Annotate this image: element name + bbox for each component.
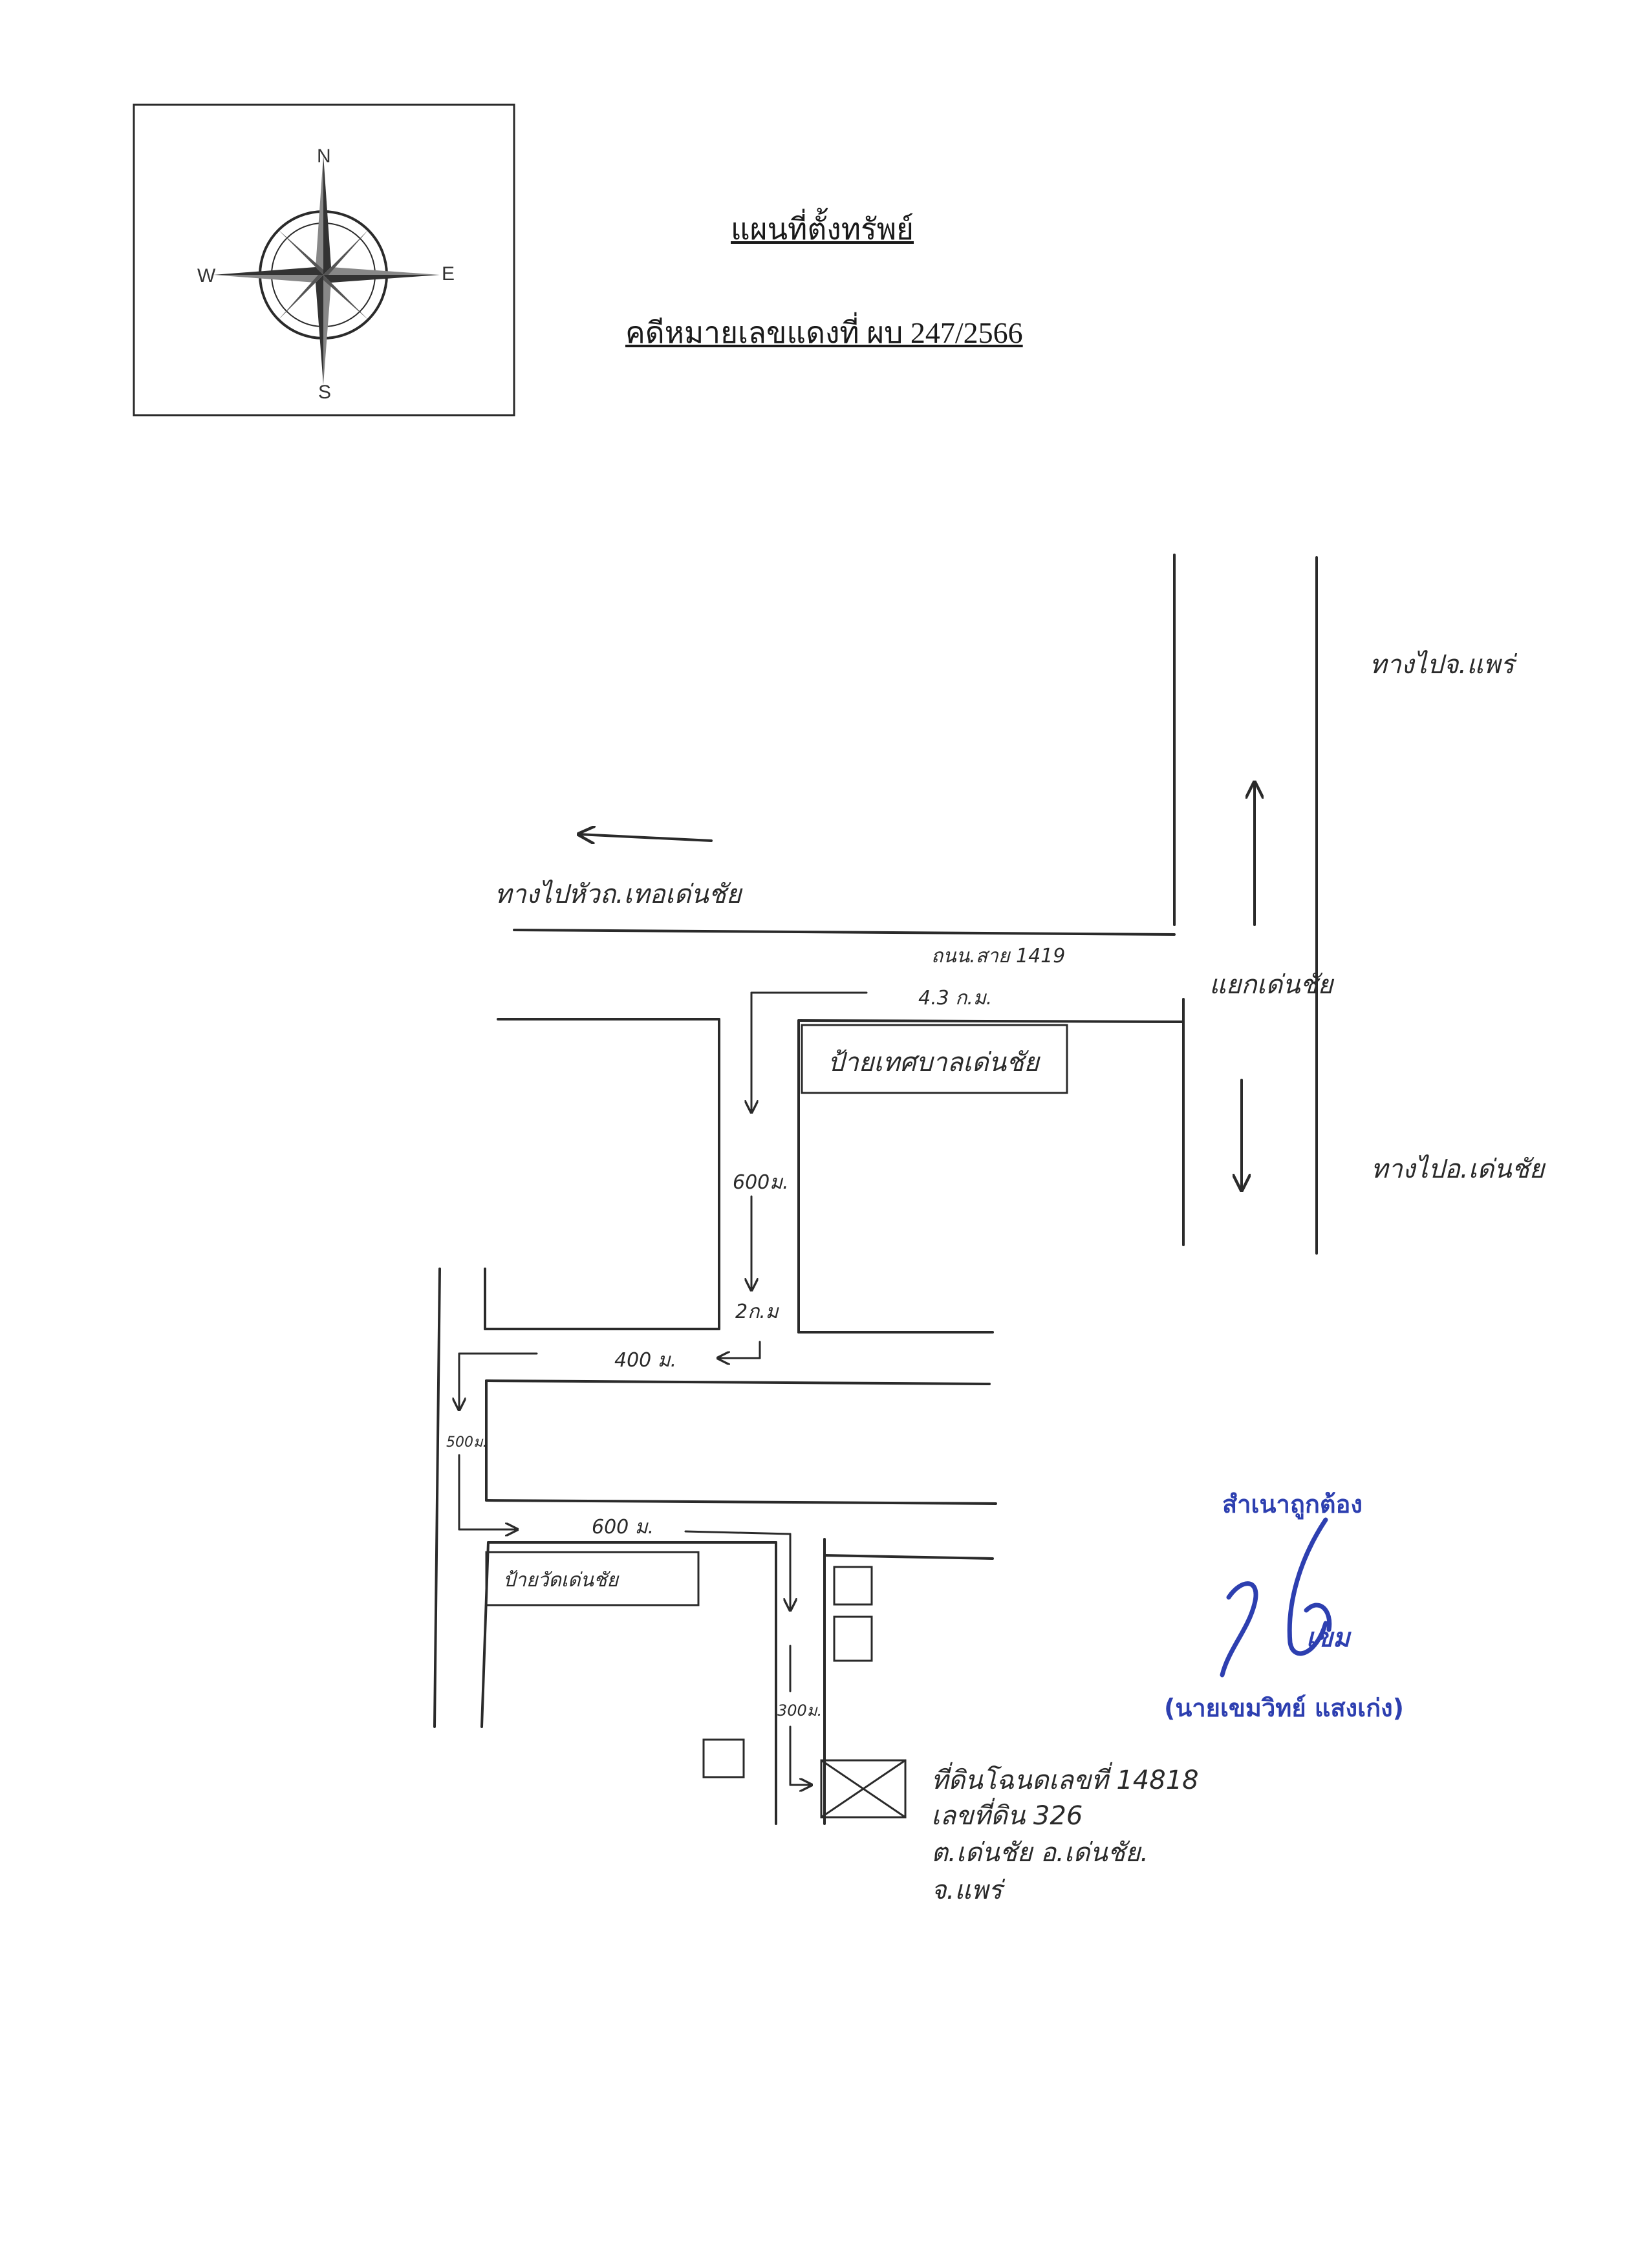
land-parcel-box [820, 1759, 907, 1819]
parcel-deed: ที่ดินโฉนดเลขที่ 14818 [931, 1766, 1199, 1795]
label-300m: 300ม. [777, 1701, 823, 1720]
municipality-sign-box [801, 1024, 1068, 1094]
label-den-chai-junction: แยกเด่นชัย [1209, 970, 1333, 1000]
compass-rose-icon [213, 155, 440, 385]
label-temple-sign: ป้ายวัดเด่นชัย [503, 1569, 618, 1592]
label-to-station: ทางไปหัวถ.เทอเด่นชัย [495, 880, 742, 909]
case-number: คดีหมายเลขแดงที่ ผบ 247/2566 [625, 316, 1023, 349]
label-500m: 500ม. [446, 1434, 488, 1451]
label-2km: 2ก.ม [735, 1301, 779, 1323]
parcel-province: จ.แพร่ [931, 1875, 1002, 1905]
house-box [702, 1738, 745, 1778]
signer-name: (นายเขมวิทย์ แสงเก่ง) [1164, 1694, 1405, 1722]
compass-north: N [317, 146, 331, 167]
certified-copy-stamp: สำเนาถูกต้อง [1222, 1490, 1363, 1518]
temple-sign-box [485, 1551, 700, 1606]
label-road-1419: ถนน.สาย 1419 [931, 945, 1066, 967]
label-600m-north: 600ม. [733, 1171, 789, 1194]
label-municipality-sign: ป้ายเทศบาลเด่นชัย [828, 1048, 1039, 1077]
compass-frame [133, 103, 515, 416]
road-1419-south-edge-right [797, 1019, 1185, 1023]
signature-text: เขม [1306, 1623, 1350, 1653]
road-1419-north-edge [513, 929, 1176, 936]
compass-south: S [318, 382, 332, 403]
label-400m: 400 ม. [614, 1349, 677, 1372]
signature-scribble [1220, 1517, 1332, 1678]
parcel-land-no: เลขที่ดิน 326 [931, 1801, 1083, 1831]
arrow-to-station [579, 834, 713, 841]
compass-west: W [197, 265, 216, 286]
document-title: แผนที่ตั้งทรัพย์ [731, 213, 914, 246]
label-4-3km: 4.3 ก.ม. [918, 987, 993, 1010]
compass-east: E [442, 263, 455, 285]
label-600m-south: 600 ม. [592, 1516, 654, 1539]
parcel-location: ต.เด่นชัย อ.เด่นชัย. [931, 1838, 1149, 1868]
label-to-phrae: ทางไปจ.แพร่ [1370, 650, 1514, 680]
label-to-den-chai-district: ทางไปอ.เด่นชัย [1371, 1154, 1545, 1184]
house-box [833, 1615, 873, 1662]
house-box [833, 1566, 873, 1606]
